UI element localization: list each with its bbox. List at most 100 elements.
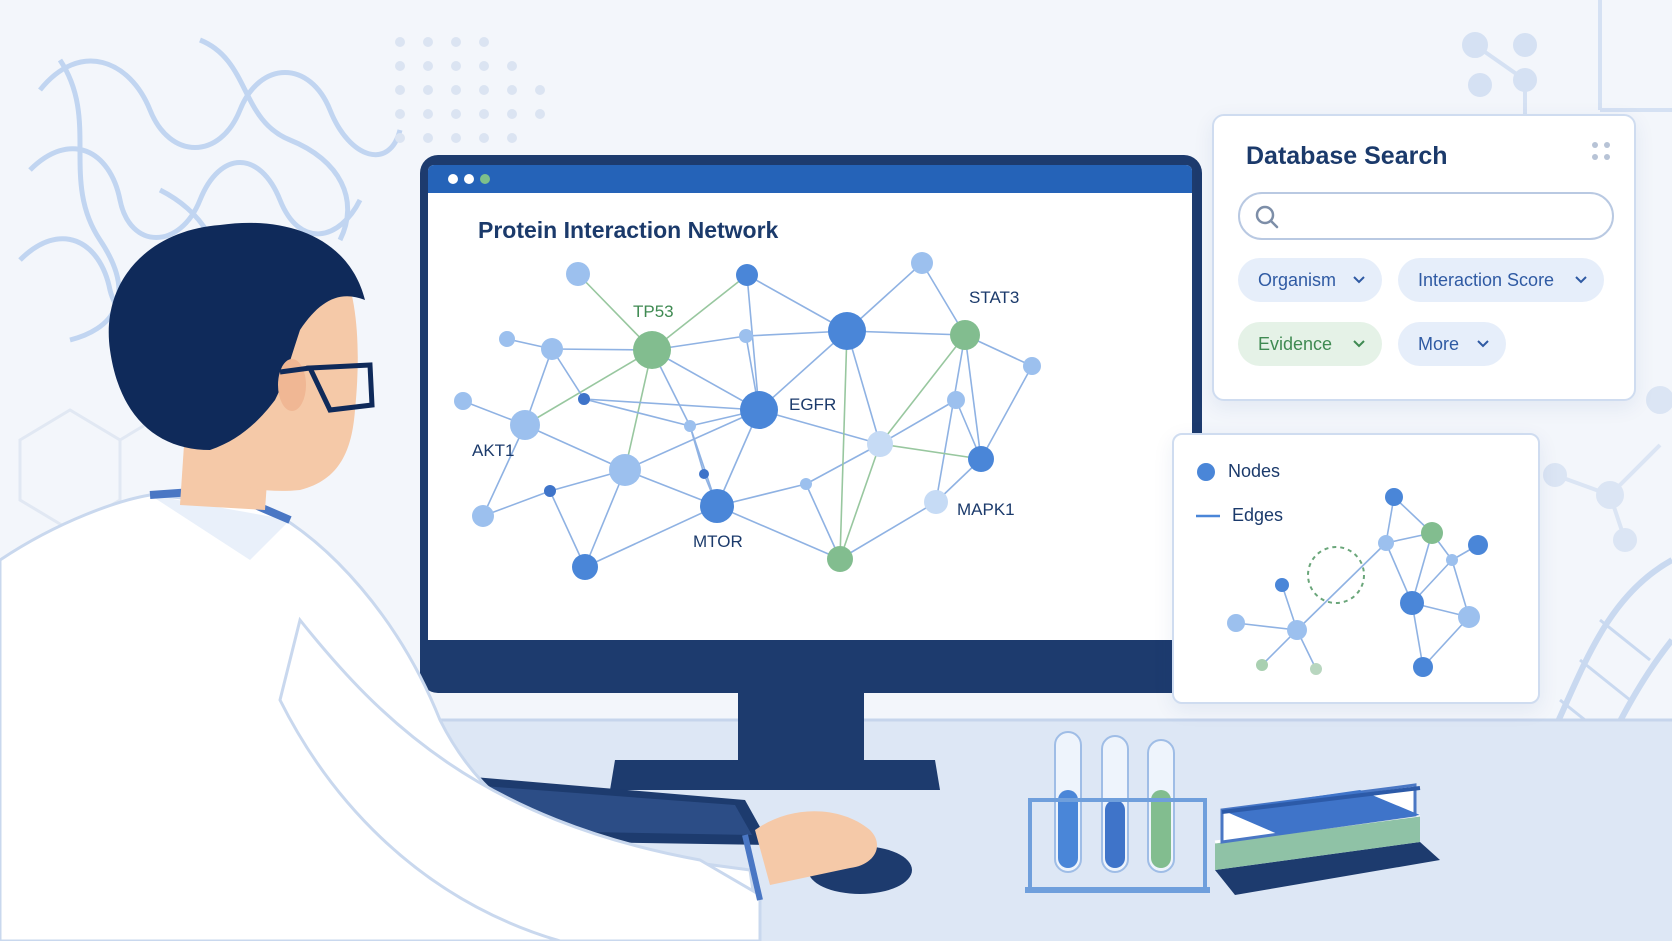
monitor-stand [738, 690, 864, 760]
node-legend-icon [1197, 463, 1215, 482]
mini-node[interactable] [1287, 620, 1307, 640]
network-edge [846, 330, 966, 336]
mini-edge [1296, 542, 1387, 631]
mini-node[interactable] [1275, 578, 1289, 592]
mini-node[interactable] [1227, 614, 1245, 632]
mini-node[interactable] [1458, 606, 1480, 628]
network-edge [524, 349, 653, 426]
network-node[interactable] [541, 338, 563, 360]
window-dot-2[interactable] [464, 174, 474, 184]
network-node-tp53[interactable] [633, 331, 671, 369]
drag-handle-icon[interactable] [1592, 142, 1612, 162]
network-node[interactable] [828, 312, 866, 350]
network-node[interactable] [911, 252, 933, 274]
network-node[interactable] [566, 262, 590, 286]
network-node[interactable] [544, 485, 556, 497]
highlight-ring [1307, 546, 1365, 604]
chevron-down-icon [1477, 340, 1489, 348]
network-node[interactable] [472, 505, 494, 527]
evidence-filter-dropdown[interactable]: Evidence [1238, 322, 1382, 366]
network-edge [624, 349, 653, 471]
organism-filter-label: Organism [1258, 270, 1337, 290]
network-edge [980, 365, 1033, 460]
network-label-mtor: MTOR [693, 532, 743, 551]
organism-filter-dropdown[interactable]: Organism [1238, 258, 1382, 302]
search-icon [1255, 205, 1279, 229]
network-node[interactable] [867, 431, 893, 457]
network-node[interactable] [827, 546, 853, 572]
network-edge [805, 483, 841, 560]
network-node-egfr[interactable] [740, 391, 778, 429]
molecule-right-decoration [1543, 386, 1672, 552]
evidence-filter-label: Evidence [1258, 334, 1333, 354]
network-node[interactable] [684, 420, 696, 432]
database-search-panel: Database Search Organism Interaction Sco… [1212, 114, 1636, 401]
molecule-decoration [1462, 0, 1672, 115]
chevron-down-icon [1575, 276, 1587, 284]
network-node[interactable] [947, 391, 965, 409]
monitor-base [610, 760, 940, 790]
more-filter-label: More [1418, 334, 1460, 354]
network-edge [524, 424, 626, 471]
legend-nodes: Nodes [1196, 461, 1280, 482]
network-node-stat3[interactable] [950, 320, 980, 350]
network-node[interactable] [736, 264, 758, 286]
mini-node[interactable] [1310, 663, 1322, 675]
legend-panel: Nodes Edges [1172, 433, 1540, 704]
mini-node[interactable] [1256, 659, 1268, 671]
hexagon-decoration [18, 408, 171, 532]
network-node-akt1[interactable] [510, 410, 540, 440]
network-edge [746, 274, 848, 332]
edge-legend-icon [1196, 515, 1220, 518]
mini-node[interactable] [1413, 657, 1433, 677]
network-label-stat3: STAT3 [969, 288, 1019, 307]
network-edge [839, 330, 848, 560]
network-node[interactable] [968, 446, 994, 472]
mini-edge [1422, 616, 1470, 668]
interaction-score-filter-label: Interaction Score [1418, 270, 1555, 290]
window-dot-3[interactable] [480, 174, 490, 184]
network-edge [624, 409, 760, 471]
network-edge [846, 330, 881, 445]
network-edge [964, 334, 982, 460]
network-label-egfr: EGFR [789, 395, 836, 414]
dot-grid-decoration [395, 37, 545, 143]
chevron-down-icon [1353, 340, 1365, 348]
network-label-akt1: AKT1 [472, 441, 515, 460]
network-edge [839, 443, 881, 560]
network-node[interactable] [572, 554, 598, 580]
network-node-mtor[interactable] [700, 489, 734, 523]
network-node[interactable] [1023, 357, 1041, 375]
network-node[interactable] [454, 392, 472, 410]
network-edge [758, 409, 881, 445]
network-node[interactable] [800, 478, 812, 490]
mini-node[interactable] [1446, 554, 1458, 566]
mini-network-preview[interactable] [1174, 435, 1538, 702]
network-node-mapk1[interactable] [924, 490, 948, 514]
network-edge [583, 398, 691, 427]
more-filter-dropdown[interactable]: More [1398, 322, 1506, 366]
mini-node[interactable] [1385, 488, 1403, 506]
search-field[interactable] [1238, 192, 1614, 240]
network-node[interactable] [499, 331, 515, 347]
network-edge [583, 398, 760, 411]
search-input[interactable] [1288, 200, 1602, 232]
legend-nodes-label: Nodes [1228, 461, 1281, 481]
mini-edge [1235, 622, 1298, 631]
network-label-tp53: TP53 [633, 302, 674, 321]
network-node[interactable] [739, 329, 753, 343]
network-edge [879, 334, 966, 445]
mini-node[interactable] [1421, 522, 1443, 544]
mini-node[interactable] [1400, 591, 1424, 615]
database-search-title: Database Search [1246, 142, 1448, 170]
network-edge [758, 330, 848, 411]
mini-node[interactable] [1468, 535, 1488, 555]
network-node[interactable] [578, 393, 590, 405]
network-node[interactable] [609, 454, 641, 486]
mini-node[interactable] [1378, 535, 1394, 551]
interaction-score-filter-dropdown[interactable]: Interaction Score [1398, 258, 1604, 302]
window-dot-1[interactable] [448, 174, 458, 184]
network-node[interactable] [699, 469, 709, 479]
